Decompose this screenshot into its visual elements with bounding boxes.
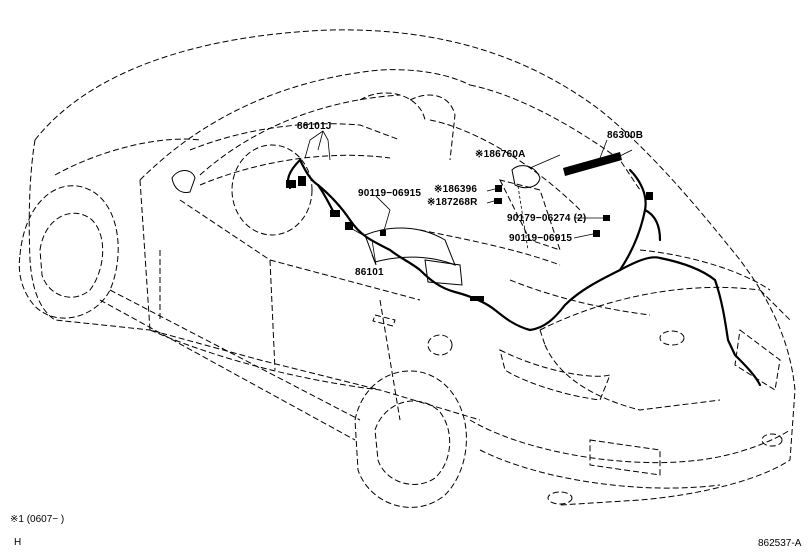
- connector-block: [494, 198, 502, 204]
- connector-block: [603, 215, 610, 221]
- label-90119-06915-front: 90119−06915: [358, 188, 421, 199]
- page-mark: H: [14, 537, 22, 548]
- label-86101j: 86101J: [297, 121, 332, 132]
- label-187268r: ※187268R: [427, 197, 478, 208]
- rear-antenna-element: [563, 149, 633, 176]
- connector-block: [330, 210, 340, 217]
- antenna-base-part: [511, 165, 541, 251]
- label-86101: 86101: [355, 267, 384, 278]
- connector-block: [286, 180, 296, 188]
- car-body-outline: [18, 29, 796, 508]
- connector-block: [495, 185, 502, 192]
- connector-block: [298, 176, 306, 186]
- applicability-note: ※1 (0607− ): [10, 514, 65, 525]
- part-labels: 86101J 86101 86300B ※186760A ※186396 ※18…: [297, 121, 643, 278]
- connector-block: [593, 230, 600, 237]
- connector-block: [646, 192, 653, 200]
- label-186396: ※186396: [434, 184, 477, 195]
- label-90179-06274: 90179−06274 (2): [507, 213, 586, 224]
- label-186760a: ※186760A: [475, 149, 526, 160]
- label-86300b: 86300B: [607, 130, 643, 141]
- label-90119-06915-rear: 90119−06915: [509, 233, 572, 244]
- connector-block: [345, 222, 353, 230]
- figure-id: 862537-A: [758, 538, 802, 549]
- wire-harness: [286, 158, 762, 387]
- leader-lines: [304, 130, 608, 266]
- connector-block: [470, 296, 484, 301]
